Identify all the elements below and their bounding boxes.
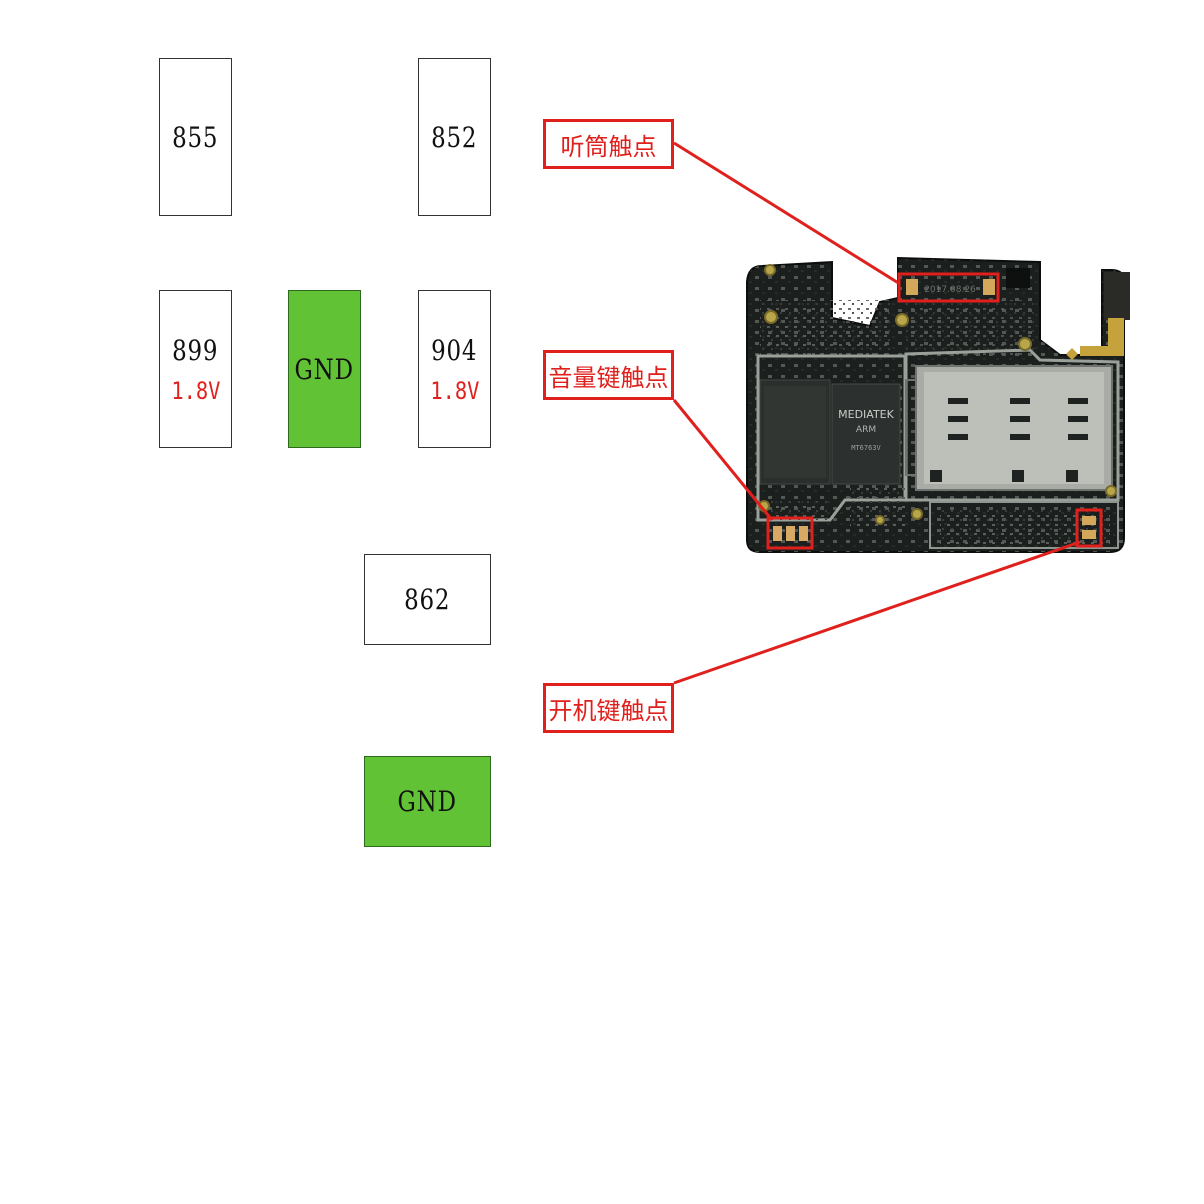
callout-earpiece-contacts: 听筒触点 <box>543 119 674 169</box>
pad-855-label: 855 <box>172 120 219 154</box>
pad-899-voltage: 1.8V <box>170 376 221 405</box>
volume-pad-3 <box>799 526 808 541</box>
pad-899: 899 1.8V <box>159 290 232 448</box>
soc-label: MEDIATEK <box>838 408 894 421</box>
pad-852-label: 852 <box>431 120 478 154</box>
pad-904: 904 1.8V <box>418 290 491 448</box>
power-pad-1 <box>1082 516 1096 525</box>
volume-pad-2 <box>786 526 795 541</box>
power-highlight <box>1075 508 1103 548</box>
soc-part-label: MT6763V <box>851 444 881 452</box>
pad-852: 852 <box>418 58 491 216</box>
flex-tab <box>1104 272 1130 320</box>
callout-volume-contacts: 音量键触点 <box>543 350 674 400</box>
board-date-code: 2017.08.26 <box>924 285 976 295</box>
power-leader-line <box>673 540 1081 685</box>
callout-power-text: 开机键触点 <box>548 696 669 725</box>
pad-gnd-lower: GND <box>364 756 491 847</box>
pad-gnd-upper: GND <box>288 290 361 448</box>
power-pad-2 <box>1082 530 1096 539</box>
pad-855: 855 <box>159 58 232 216</box>
pad-862-label: 862 <box>404 583 451 616</box>
callout-power-contacts: 开机键触点 <box>543 683 674 733</box>
volume-leader-line <box>672 399 774 521</box>
earpiece-pad-right <box>983 279 995 295</box>
volume-pad-1 <box>773 526 782 541</box>
soc-sub-label: ARM <box>856 425 876 435</box>
soc-chip <box>831 383 901 485</box>
callout-earpiece-text: 听筒触点 <box>560 132 657 161</box>
earpiece-leader-line <box>673 141 901 286</box>
pad-904-label: 904 <box>431 333 478 367</box>
earpiece-pad-left <box>906 279 918 295</box>
pad-gnd-lower-label: GND <box>397 785 458 818</box>
pad-904-voltage: 1.8V <box>429 376 480 405</box>
earpiece-highlight <box>897 272 1000 303</box>
callout-volume-text: 音量键触点 <box>548 363 669 392</box>
volume-highlight <box>766 516 814 550</box>
pad-862: 862 <box>364 554 491 645</box>
pad-899-label: 899 <box>172 333 219 367</box>
pad-gnd-upper-label: GND <box>294 352 355 386</box>
